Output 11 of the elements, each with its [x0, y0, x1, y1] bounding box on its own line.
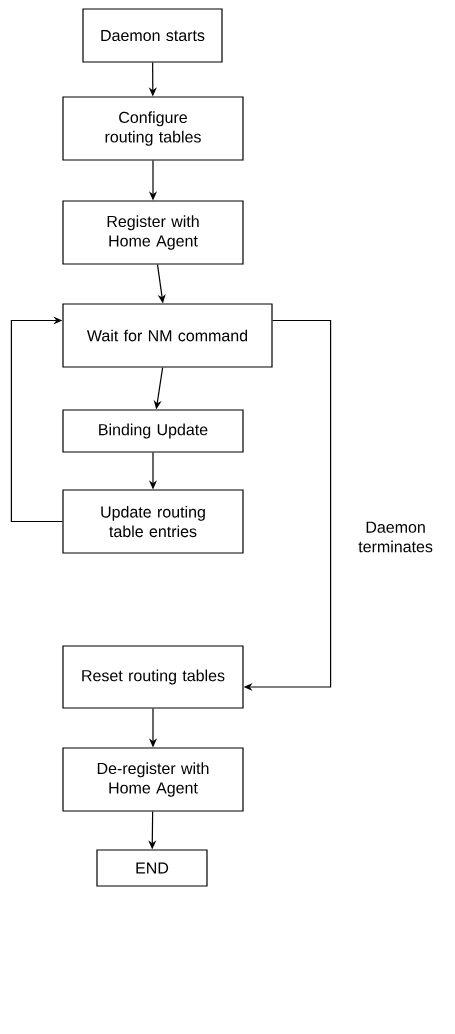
process-box: Wait for NM command — [62, 303, 273, 368]
process-box: Configure routing tables — [62, 96, 244, 161]
process-box: END — [96, 849, 208, 887]
process-box: Reset routing tables — [62, 645, 244, 709]
process-box: Update routing table entries — [62, 489, 244, 554]
process-box: De-register with Home Agent — [62, 747, 244, 812]
process-box: Daemon starts — [82, 8, 223, 63]
process-box: Register with Home Agent — [62, 200, 244, 265]
process-box: Binding Update — [62, 409, 244, 453]
edge-label: Daemon terminates — [348, 520, 443, 554]
arrow — [10, 316, 63, 523]
